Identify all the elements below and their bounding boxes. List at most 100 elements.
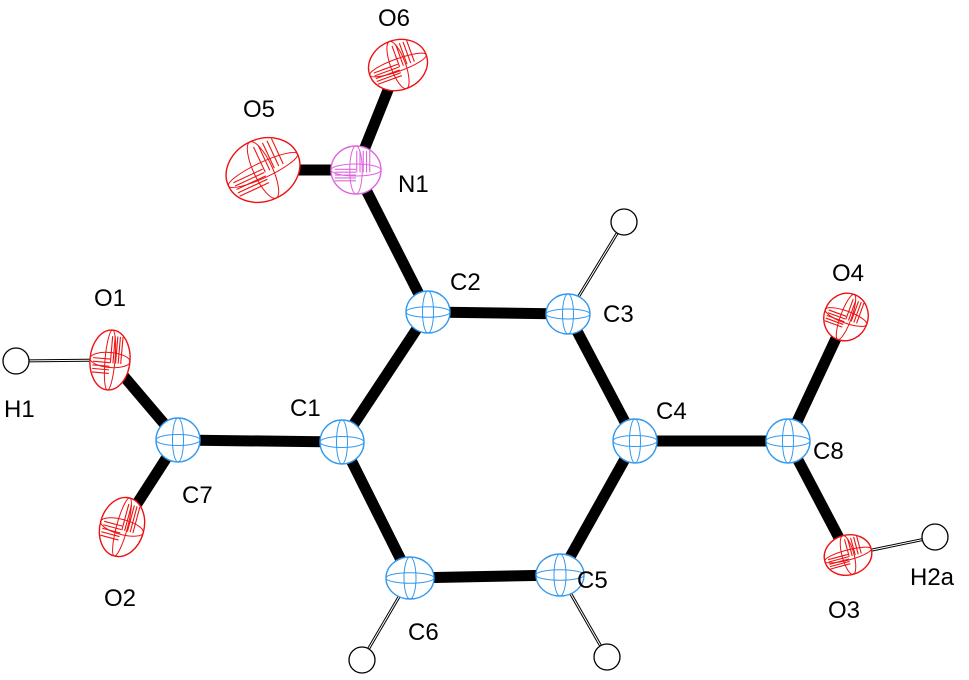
bond-N1-C2 xyxy=(351,167,433,315)
atom-C6 xyxy=(385,556,435,600)
hydrogen-sphere xyxy=(348,646,376,674)
ellipsoid-axis xyxy=(386,40,410,90)
ellipsoid-axis xyxy=(824,307,868,327)
atom-C5 xyxy=(535,553,585,597)
ellipsoid-axis xyxy=(319,436,365,448)
atom-label-O5: O5 xyxy=(243,96,275,123)
atom-N1 xyxy=(330,145,382,195)
ellipsoid-axis xyxy=(545,308,591,320)
ellipsoid-outline xyxy=(330,145,382,195)
ellipsoid-outline xyxy=(545,293,591,335)
atom-label-O3: O3 xyxy=(828,597,860,624)
atom-C8 xyxy=(765,418,811,464)
ellipsoid-axis xyxy=(403,556,417,600)
ellipsoid-axis xyxy=(369,52,427,78)
atom-label-C2: C2 xyxy=(450,269,481,296)
ellipsoid-outline xyxy=(823,534,873,576)
atom-label-C8: C8 xyxy=(813,438,844,465)
bonds-layer xyxy=(15,62,936,661)
ellipsoid-axis xyxy=(100,517,144,537)
ellipsoid-axis xyxy=(782,418,794,464)
atom-O1 xyxy=(89,329,131,391)
atom-label-O2: O2 xyxy=(104,585,136,612)
ellipsoid-axis xyxy=(612,435,658,447)
ellipsoid-axis xyxy=(422,290,434,334)
ellipsoid-axis xyxy=(405,306,451,318)
ellipsoid-axis xyxy=(155,434,201,446)
atom-H6 xyxy=(348,646,376,674)
atom-label-H1: H1 xyxy=(4,396,35,423)
ellipsoid-axis xyxy=(824,546,872,564)
atom-label-C1: C1 xyxy=(290,395,321,422)
ellipsoid-axis xyxy=(835,293,857,341)
atom-O6 xyxy=(367,38,429,92)
ellipsoid-axis xyxy=(385,572,435,584)
atom-label-O1: O1 xyxy=(94,285,126,312)
atom-H3 xyxy=(610,208,638,236)
hydrogen-sphere xyxy=(610,208,638,236)
octant-hatch xyxy=(824,298,865,328)
ellipsoid-outline xyxy=(823,292,869,342)
hydrogen-sphere xyxy=(593,643,621,671)
ellipsoid-axis xyxy=(765,435,811,447)
ellipsoid-outline xyxy=(319,419,365,465)
atom-label-O6: O6 xyxy=(378,5,410,32)
octant-hatch xyxy=(334,150,371,182)
atom-C3 xyxy=(545,293,591,335)
bond-C5-C6 xyxy=(409,569,561,584)
ellipsoid-axis xyxy=(227,151,299,189)
ellipsoid-outline xyxy=(405,290,451,334)
atom-O5 xyxy=(225,136,301,204)
atom-label-C3: C3 xyxy=(603,301,634,328)
atom-label-C5: C5 xyxy=(577,567,608,594)
atom-C7 xyxy=(155,417,201,463)
atom-H1 xyxy=(2,347,30,375)
ellipsoid-axis xyxy=(535,569,585,581)
octant-hatch xyxy=(373,40,415,85)
bond-C2-C3 xyxy=(427,306,569,320)
atom-H5 xyxy=(593,643,621,671)
atom-C1 xyxy=(319,419,365,465)
atom-label-C6: C6 xyxy=(408,619,439,646)
ellipsoid-outline xyxy=(385,556,435,600)
atom-C4 xyxy=(612,418,658,464)
hydrogen-sphere xyxy=(921,523,949,551)
atom-label-O4: O4 xyxy=(832,260,864,287)
ellipsoid-axis xyxy=(112,497,132,557)
atom-O4 xyxy=(823,292,869,342)
atom-label-C7: C7 xyxy=(182,482,213,509)
ellipsoid-axis xyxy=(349,145,363,195)
ellipsoid-axis xyxy=(246,141,280,199)
ellipsoid-axis xyxy=(839,535,857,575)
ellipsoid-outline xyxy=(155,417,201,463)
ellipsoid-axis xyxy=(562,293,574,335)
octant-hatch xyxy=(100,503,141,541)
atom-O3 xyxy=(823,534,873,576)
ellipsoid-axis xyxy=(330,163,382,177)
octant-hatch xyxy=(827,535,862,570)
atom-label-C4: C4 xyxy=(656,398,687,425)
ellipsoid-axis xyxy=(336,419,348,465)
octant-hatch xyxy=(91,336,124,374)
atom-O2 xyxy=(98,496,146,558)
hydrogen-sphere xyxy=(2,347,30,375)
ellipsoid-axis xyxy=(553,553,567,597)
atoms-layer xyxy=(2,38,949,674)
bond-C2-C1 xyxy=(337,308,433,446)
atom-H2a xyxy=(921,523,949,551)
ellipsoid-outline xyxy=(765,418,811,464)
ellipsoid-axis xyxy=(629,418,641,464)
bond-C1-C7 xyxy=(177,434,343,448)
bond-C3-C4 xyxy=(563,311,640,444)
ellipsoid-outline xyxy=(612,418,658,464)
bond-C6-C1 xyxy=(337,439,415,581)
bond-C4-C5 xyxy=(555,438,640,578)
ellipsoid-outline xyxy=(367,38,429,92)
atom-C2 xyxy=(405,290,451,334)
ellipsoid-axis xyxy=(89,351,131,369)
octant-hatch xyxy=(233,138,284,197)
atom-label-N1: N1 xyxy=(398,171,429,198)
ellipsoid-axis xyxy=(172,417,184,463)
